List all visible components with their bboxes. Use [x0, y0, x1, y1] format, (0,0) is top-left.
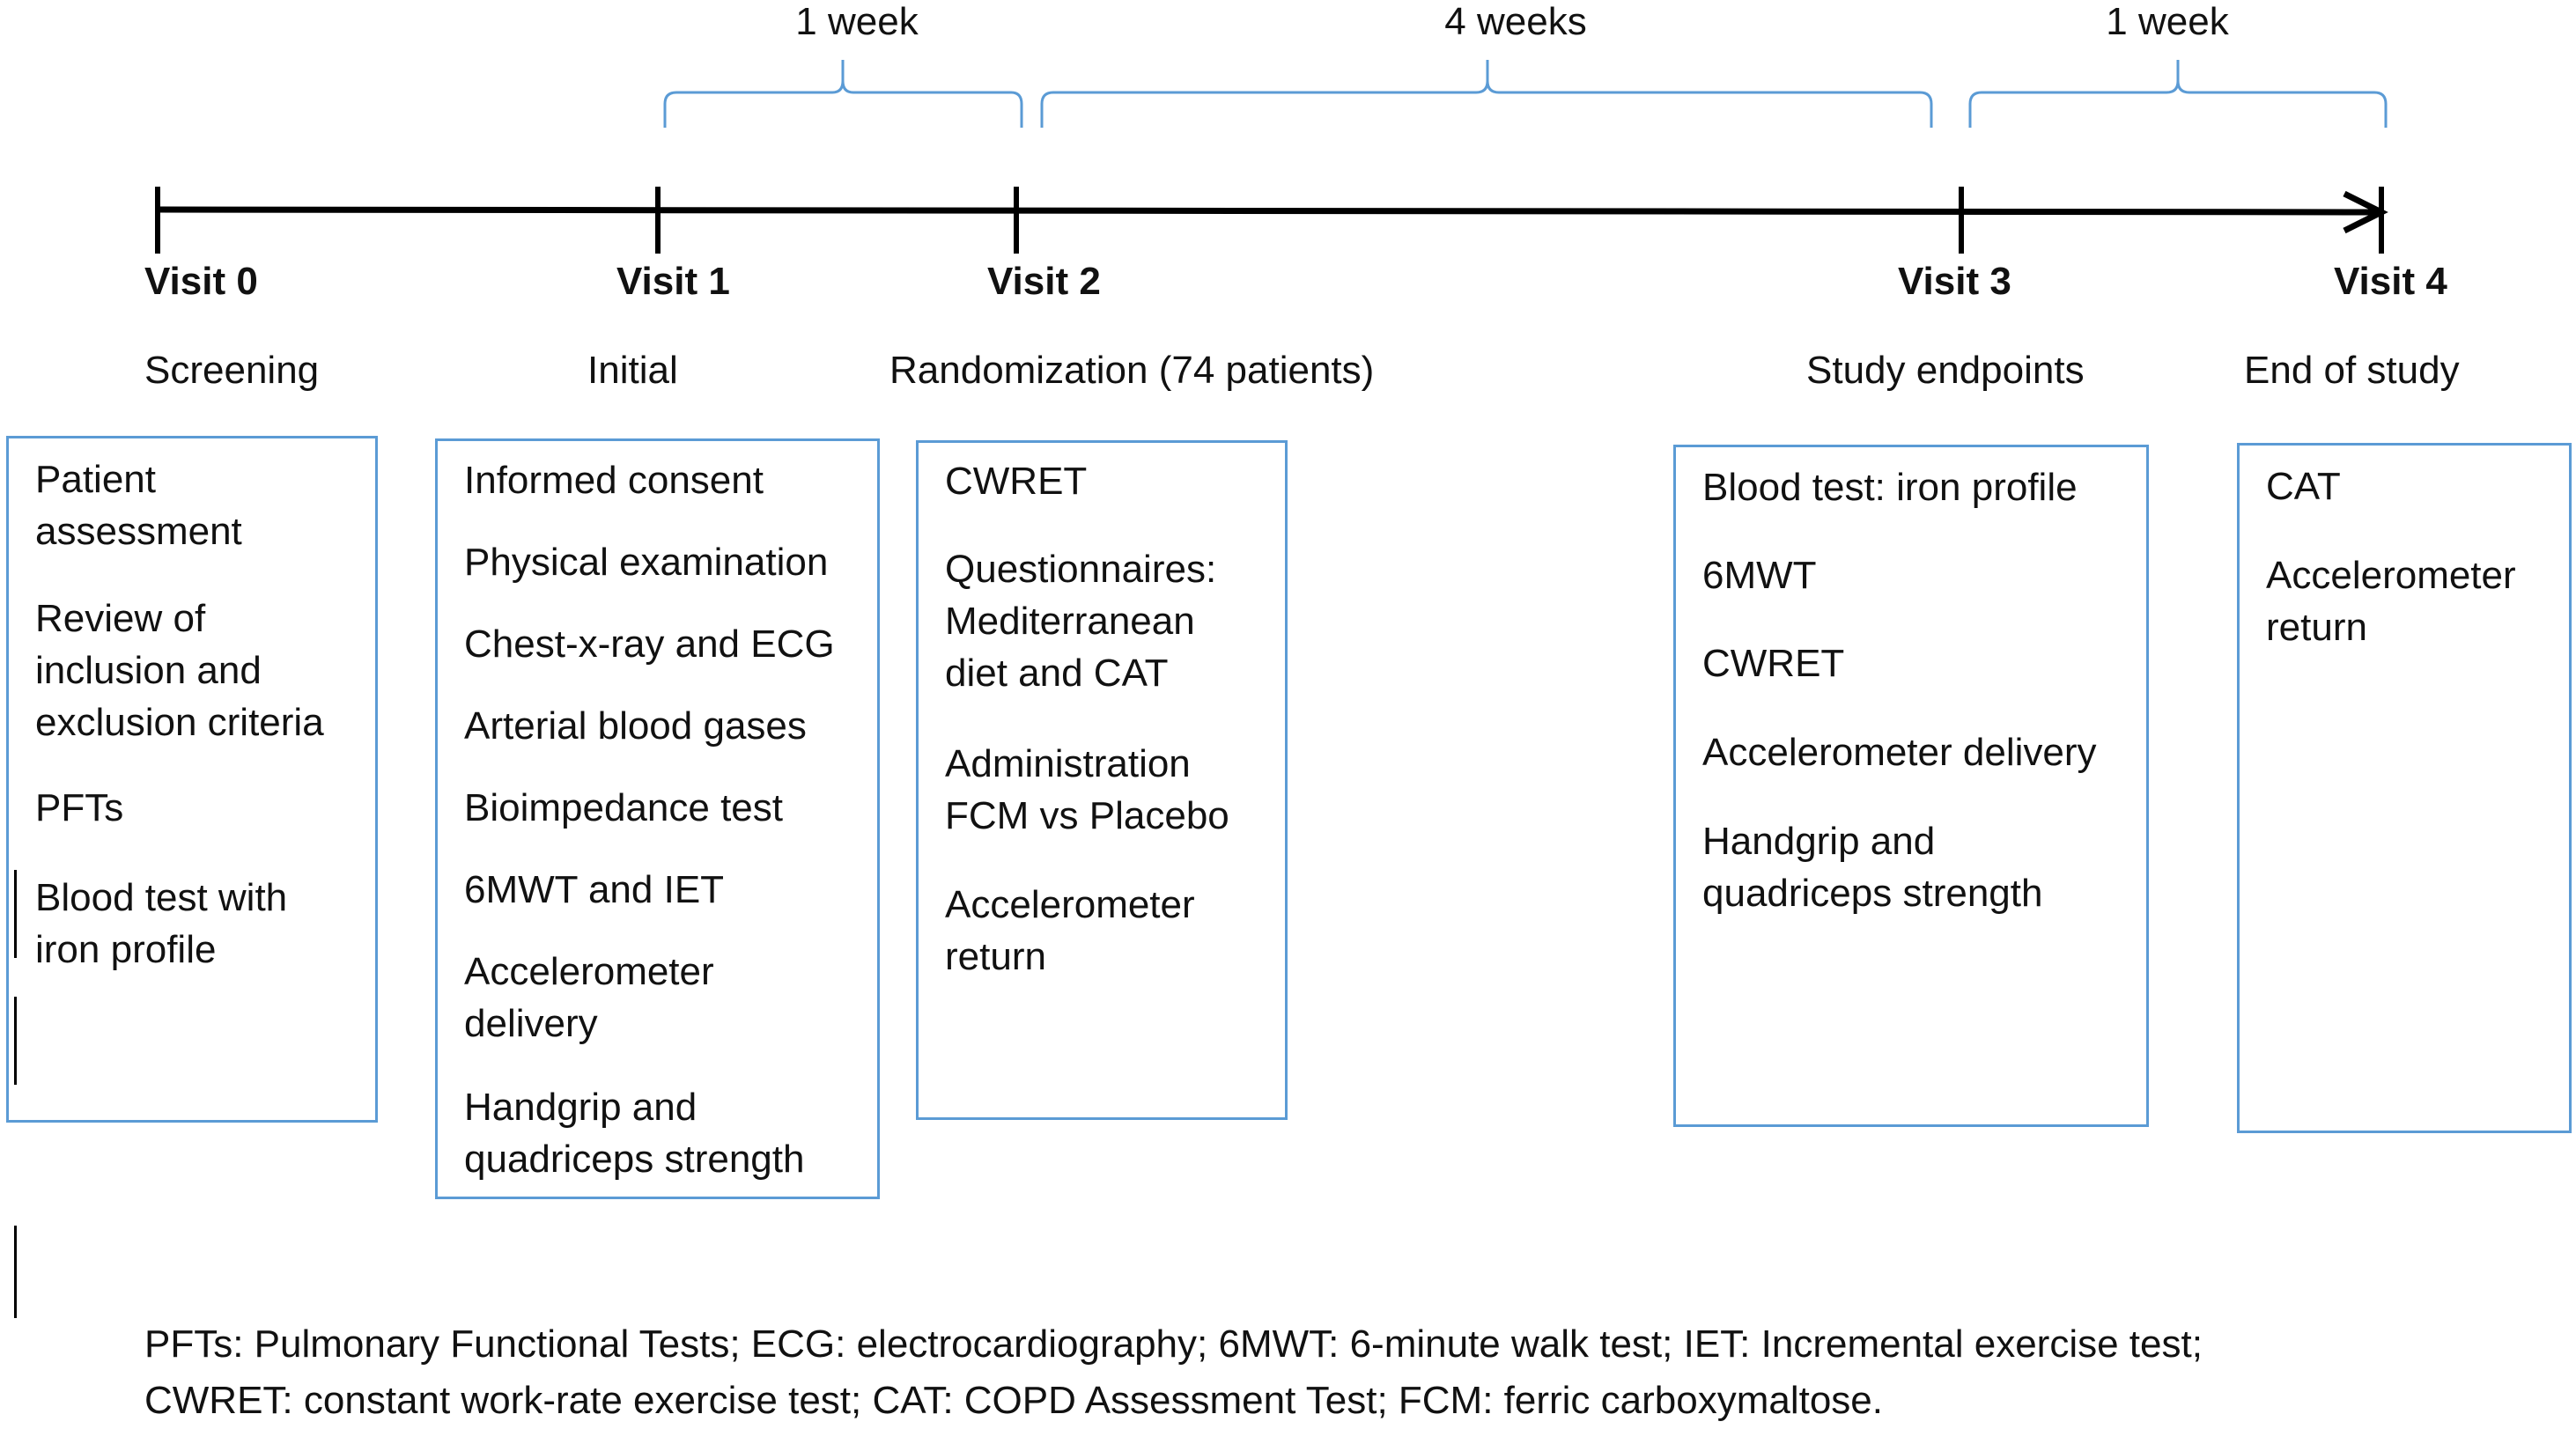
activity-item: Blood test: iron profile — [1702, 466, 2078, 509]
visit-3-label: Visit 3 — [1898, 260, 2011, 303]
bracket-visit3-visit4 — [1968, 60, 2388, 128]
stage-label-study-endpoints: Study endpoints — [1806, 349, 2085, 392]
activity-item: CWRET — [1702, 642, 1845, 685]
activity-item: Blood test with iron profile — [35, 876, 288, 971]
end-of-study-activities-box: CAT Accelerometer return — [2237, 443, 2572, 1133]
study-endpoints-activities-box: Blood test: iron profile 6MWT CWRET Acce… — [1673, 445, 2149, 1127]
activity-item: Patient assessment — [35, 458, 242, 553]
stage-label-randomization: Randomization (74 patients) — [889, 349, 1375, 392]
bracket-visit1-visit2 — [663, 60, 1023, 128]
duration-label-visit2-visit3: 4 weeks — [1444, 0, 1587, 43]
footnote-line: CWRET: constant work-rate exercise test;… — [144, 1379, 1884, 1422]
activity-item: Informed consent — [464, 459, 764, 502]
activity-item: Arterial blood gases — [464, 704, 807, 748]
randomization-activities-box: CWRET Questionnaires: Mediterranean diet… — [916, 440, 1288, 1120]
activity-item: Handgrip and quadriceps strength — [1702, 820, 2043, 915]
visit-4-label: Visit 4 — [2334, 260, 2447, 303]
visit-1-label: Visit 1 — [616, 260, 730, 303]
activity-item: Physical examination — [464, 541, 829, 584]
initial-activities-box: Informed consent Physical examination Ch… — [435, 438, 880, 1199]
left-margin-mark — [14, 997, 17, 1085]
timeline-line — [157, 206, 2379, 216]
activity-item: PFTs — [35, 786, 124, 829]
duration-label-visit1-visit2: 1 week — [795, 0, 919, 43]
activity-item: Handgrip and quadriceps strength — [464, 1086, 805, 1181]
screening-activities-box: Patient assessment Review of inclusion a… — [6, 436, 378, 1123]
activity-item: Bioimpedance test — [464, 786, 783, 829]
activity-item: 6MWT — [1702, 554, 1817, 597]
footnote-line: PFTs: Pulmonary Functional Tests; ECG: e… — [144, 1322, 2203, 1366]
duration-label-visit3-visit4: 1 week — [2106, 0, 2229, 43]
activity-item: CAT — [2266, 465, 2341, 508]
activity-item: Accelerometer return — [945, 883, 1195, 978]
visit-2-label: Visit 2 — [987, 260, 1101, 303]
activity-item: CWRET — [945, 460, 1088, 503]
abbreviations-footnote: PFTs: Pulmonary Functional Tests; ECG: e… — [144, 1316, 2558, 1429]
activity-item: Administration FCM vs Placebo — [945, 742, 1229, 837]
bracket-visit2-visit3 — [1040, 60, 1933, 128]
visit-0-label: Visit 0 — [144, 260, 258, 303]
activity-item: Chest-x-ray and ECG — [464, 622, 835, 666]
stage-label-screening: Screening — [144, 349, 320, 392]
activity-item: Accelerometer delivery — [464, 950, 714, 1045]
left-margin-mark — [14, 870, 17, 958]
activity-item: 6MWT and IET — [464, 868, 725, 911]
activity-item: Accelerometer delivery — [1702, 731, 2097, 774]
stage-label-initial: Initial — [587, 349, 678, 392]
activity-item: Accelerometer return — [2266, 554, 2516, 649]
stage-label-end-of-study: End of study — [2244, 349, 2460, 392]
left-margin-mark — [14, 1226, 17, 1318]
activity-item: Review of inclusion and exclusion criter… — [35, 597, 324, 744]
activity-item: Questionnaires: Mediterranean diet and C… — [945, 548, 1217, 695]
